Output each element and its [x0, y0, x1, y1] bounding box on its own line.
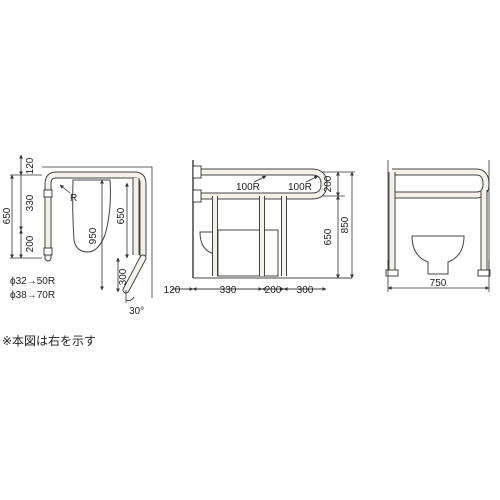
rear-rail-inner — [392, 169, 489, 198]
dim-120: 120 — [25, 157, 36, 174]
radius-1-label: 100R — [236, 182, 260, 193]
front-rail-inner — [199, 169, 327, 199]
dim-850: 850 — [340, 216, 351, 233]
dim-200: 200 — [25, 235, 36, 252]
wall-bracket-front-bottom — [192, 189, 202, 203]
side-view: R 120 330 200 650 950 650 300 30° ϕ32→50… — [2, 154, 153, 317]
dim-750: 750 — [430, 278, 447, 289]
toilet-rear — [411, 235, 465, 275]
wall-outline — [42, 166, 153, 298]
dim-300: 300 — [118, 268, 129, 285]
toilet-tank — [217, 229, 279, 277]
dim-120h: 120 — [164, 285, 181, 296]
dim-650: 650 — [323, 228, 334, 245]
angle-label: 30° — [129, 306, 144, 317]
dim-200v: 200 — [323, 175, 334, 192]
figure-note: ※本図は右を示す — [2, 334, 97, 348]
wall-bracket-top — [43, 189, 53, 198]
radius-2-label: 100R — [288, 182, 312, 193]
dim-650-outer: 650 — [2, 207, 13, 224]
radius-1-pointer — [253, 175, 267, 183]
rear-rail-outer — [392, 168, 490, 199]
rear-view: 750 — [385, 160, 491, 292]
dim-950: 950 — [88, 227, 99, 244]
front-view: 100R 100R 200 650 850 120 330 200 300 — [164, 160, 355, 296]
dim-200h: 200 — [265, 285, 282, 296]
angle-arc — [125, 296, 135, 301]
spec-line-1: ϕ32→50R — [10, 276, 55, 287]
dim-650-inner: 650 — [116, 207, 127, 224]
dim-330: 330 — [25, 194, 36, 211]
radius-2-pointer — [305, 175, 319, 183]
side-leg-inner — [123, 255, 146, 293]
radius-pointer — [59, 184, 71, 194]
spec-line-2: ϕ38→70R — [10, 290, 55, 301]
dim-330h: 330 — [220, 285, 237, 296]
radius-label: R — [70, 193, 77, 204]
side-rail-inner — [45, 172, 146, 261]
dim-300h: 300 — [297, 285, 314, 296]
wall-bracket-front-top — [192, 165, 202, 179]
rear-foot-left — [385, 269, 399, 277]
wall-bracket-bottom — [43, 247, 53, 256]
rear-foot-right — [477, 269, 491, 277]
